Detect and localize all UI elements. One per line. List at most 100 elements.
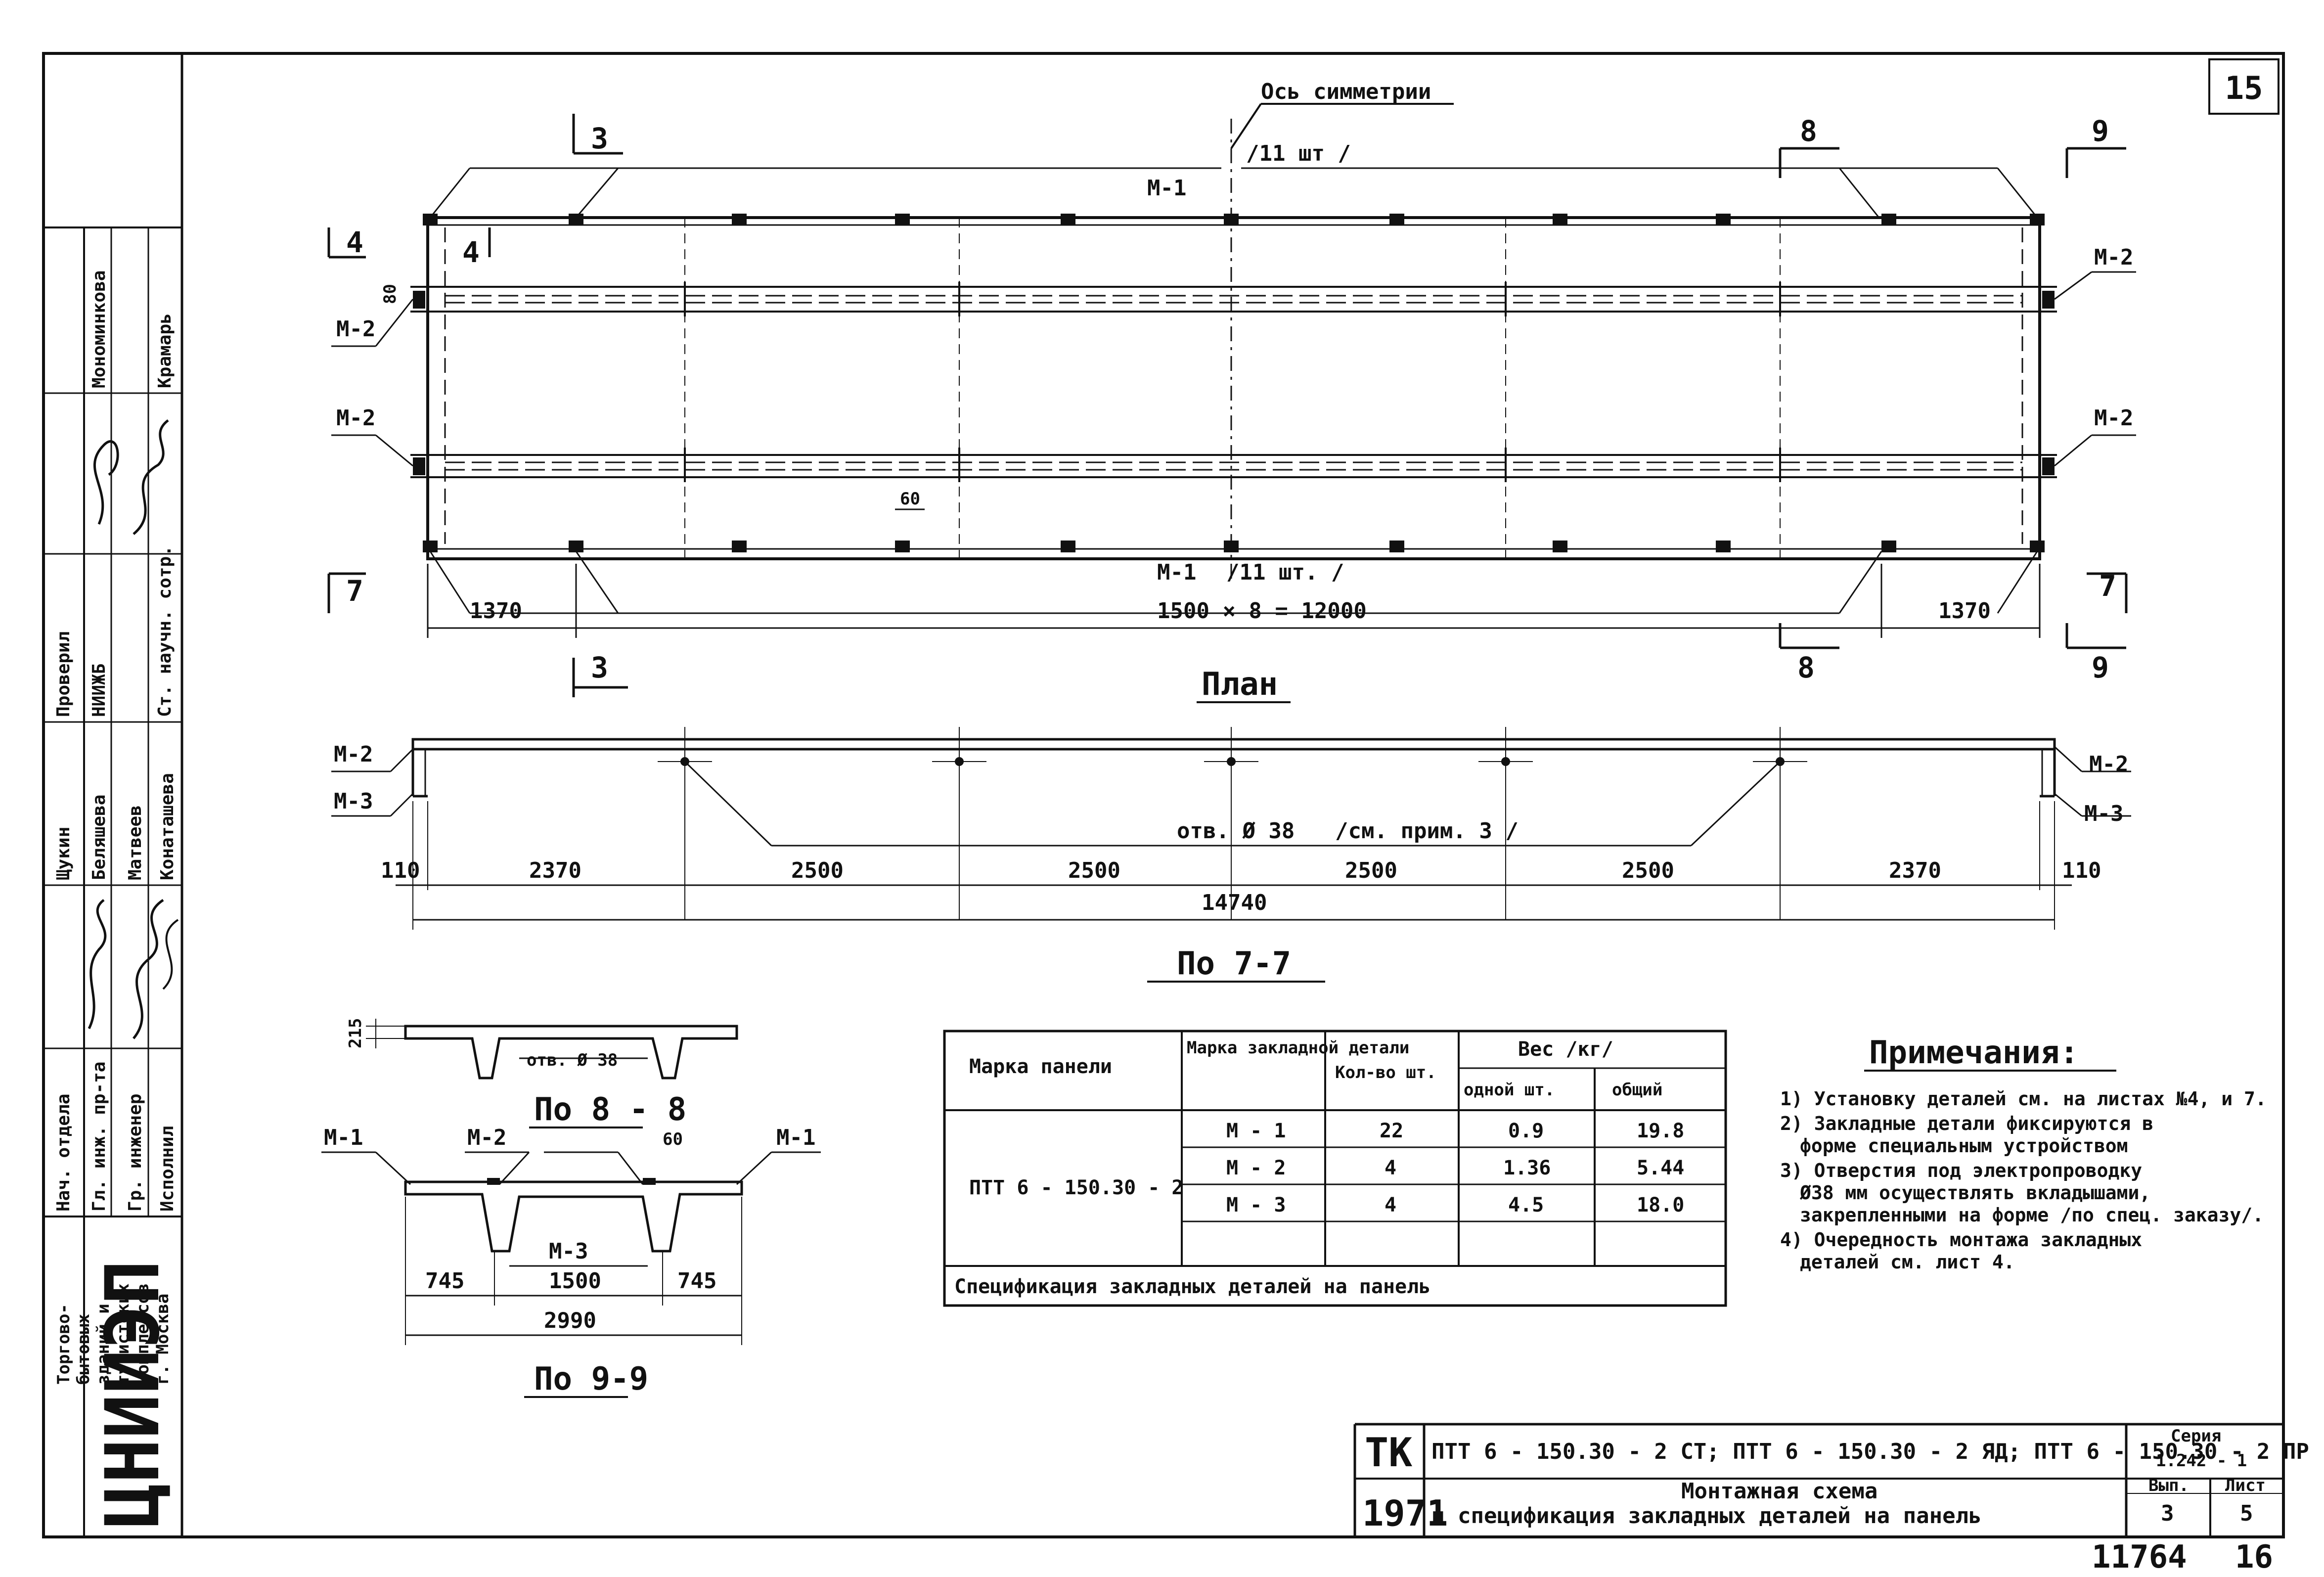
bottom-right-number: 16 (2235, 1539, 2273, 1576)
spec-row3-one: 4.5 (1508, 1194, 1544, 1217)
notes-title: Примечания: (1869, 1035, 2079, 1071)
stamp-logo: ЦНИИЭП (90, 1260, 176, 1528)
s77-dim-5: 2500 (1345, 858, 1397, 883)
s77-dim-2: 2370 (529, 858, 581, 883)
s77-dim-8: 110 (2062, 858, 2101, 883)
plan-m1-bottom-count: /11 шт. / (1226, 560, 1344, 585)
plan-m1-top-count: /11 шт / (1246, 141, 1351, 166)
signature-4 (133, 899, 164, 1039)
plan-title: План (1202, 666, 1278, 703)
s99-dim-60: 60 (663, 1129, 683, 1149)
tb-description-1: Монтажная схема (1681, 1479, 1877, 1504)
plan-dim-side: 80 (380, 284, 400, 304)
sheet-number: 15 (2225, 70, 2263, 107)
note-line-5: Ø38 мм осуществлять вкладышами, (1799, 1182, 2150, 1204)
plan-m1-top-label: М-1 (1147, 176, 1186, 201)
plan-dim-small: 60 (900, 489, 920, 509)
plan-dim-middle: 1500 × 8 = 12000 (1157, 598, 1367, 624)
tb-sheet-label: Лист (2225, 1476, 2266, 1495)
s99-total: 2990 (544, 1308, 596, 1333)
section-mark-3-bottom: 3 (591, 651, 608, 684)
note-line-8: деталей см. лист 4. (1800, 1251, 2015, 1273)
s77-hole-note: /см. прим. 3 / (1335, 818, 1519, 844)
spec-row1-one: 0.9 (1508, 1120, 1544, 1142)
signature-5 (162, 919, 179, 990)
plan-embedded-parts (413, 214, 2055, 552)
stamp-role-4: Исполнил (157, 1126, 178, 1212)
spec-row3-qty: 4 (1385, 1194, 1396, 1217)
section-mark-9-top: 9 (2092, 114, 2109, 148)
spec-row3-mark: М - 3 (1226, 1194, 1286, 1217)
s77-m2-right: М-2 (2089, 752, 2128, 777)
s88-dim-height: 215 (346, 1018, 365, 1048)
stamp-check-name: Крамарь (155, 313, 175, 388)
left-stamp: Мономинкова Крамарь Проверил НИИЖБ Ст. н… (44, 226, 182, 1537)
stamp-org-4: туристских (113, 1283, 133, 1385)
tb-year: 1971 (1362, 1492, 1448, 1534)
spec-header-part-mark: Марка закладной детали (1187, 1038, 1409, 1058)
plan-view (410, 103, 2057, 579)
spec-row3-total: 18.0 (1637, 1194, 1684, 1217)
stamp-role-3: Гр. инженер (125, 1094, 145, 1212)
s77-hole-label: отв. Ø 38 (1177, 818, 1295, 844)
stamp-name-1: Щукин (53, 827, 74, 880)
sheet-number-box (2208, 58, 2279, 115)
section-7-7-parts (680, 757, 1785, 766)
section-8-8-title: По 8 - 8 (534, 1091, 686, 1128)
stamp-role-1: Нач. отдела (53, 1094, 74, 1212)
section-9-9-parts (487, 1178, 656, 1185)
stamp-check-title: Ст. научн. сотр. (155, 545, 175, 717)
spec-table (943, 1030, 1727, 1307)
tb-issue-label: Вып. (2148, 1476, 2189, 1495)
plan-m1-bottom-label: М-1 (1157, 560, 1196, 585)
plan-dim-left: 1370 (470, 598, 522, 624)
s77-dim-7: 2370 (1889, 858, 1941, 883)
section-7-7-title: По 7-7 (1177, 946, 1291, 982)
tb-description-2: и спецификация закладных деталей на пане… (1431, 1503, 1982, 1529)
section-mark-3-top: 3 (591, 122, 608, 155)
s99-m1-right: М-1 (776, 1125, 815, 1150)
s77-dim-6: 2500 (1622, 858, 1674, 883)
s77-dim-4: 2500 (1068, 858, 1120, 883)
spec-header-weight-total: общий (1612, 1080, 1662, 1100)
stamp-org-2: бытовых (74, 1314, 93, 1385)
s77-m3-left: М-3 (334, 789, 373, 814)
s99-m2: М-2 (467, 1125, 506, 1150)
section-mark-7-right: 7 (2099, 569, 2116, 603)
stamp-org-3: зданий и (93, 1304, 113, 1385)
plan-axis-label: Ось симметрии (1261, 79, 1431, 104)
tb-panels: ПТТ 6 - 150.30 - 2 СТ; ПТТ 6 - 150.30 - … (1431, 1439, 2309, 1464)
signature-2 (133, 419, 169, 535)
section-mark-8-bottom: 8 (1797, 651, 1815, 684)
spec-row1-mark: М - 1 (1226, 1120, 1286, 1142)
tb-series-value: 1.242 - 1 (2156, 1451, 2247, 1471)
stamp-check-role: Проверил (53, 631, 74, 717)
s99-m3: М-3 (549, 1239, 588, 1264)
s99-m1-left: М-1 (324, 1125, 363, 1150)
section-8-8 (366, 1019, 738, 1080)
s77-m3-right: М-3 (2084, 801, 2123, 826)
section-mark-4-left: 4 (346, 225, 363, 259)
stamp-role-2: Гл. инж. пр-та (89, 1062, 109, 1212)
plan-dim-right: 1370 (1938, 598, 1991, 624)
stamp-check-org: НИИЖБ (89, 664, 109, 717)
section-7-7 (331, 727, 2131, 930)
section-mark-8-top: 8 (1800, 114, 1817, 148)
spec-row1-qty: 22 (1380, 1120, 1403, 1142)
plan-leaders (327, 114, 2136, 697)
sheet-frame (42, 52, 2285, 1538)
spec-header-panel-mark: Марка панели (969, 1055, 1112, 1078)
section-9-9-title: По 9-9 (534, 1361, 648, 1397)
tb-sheet-value: 5 (2240, 1501, 2253, 1526)
stamp-name-2: Беляшева (89, 795, 109, 880)
s77-total: 14740 (1202, 890, 1267, 915)
stamp-name-4: Конаташева (157, 773, 178, 880)
plan-outline (426, 216, 2041, 560)
bottom-left-number: 11764 (2092, 1539, 2187, 1576)
section-mark-7-left: 7 (346, 574, 363, 608)
spec-header-qty: Кол-во шт. (1335, 1063, 1436, 1082)
section-9-9 (321, 1151, 821, 1345)
section-mark-4-right: 4 (462, 235, 480, 269)
note-line-7: 4) Очередность монтажа закладных (1780, 1229, 2142, 1251)
tb-code: ТК (1365, 1430, 1412, 1476)
